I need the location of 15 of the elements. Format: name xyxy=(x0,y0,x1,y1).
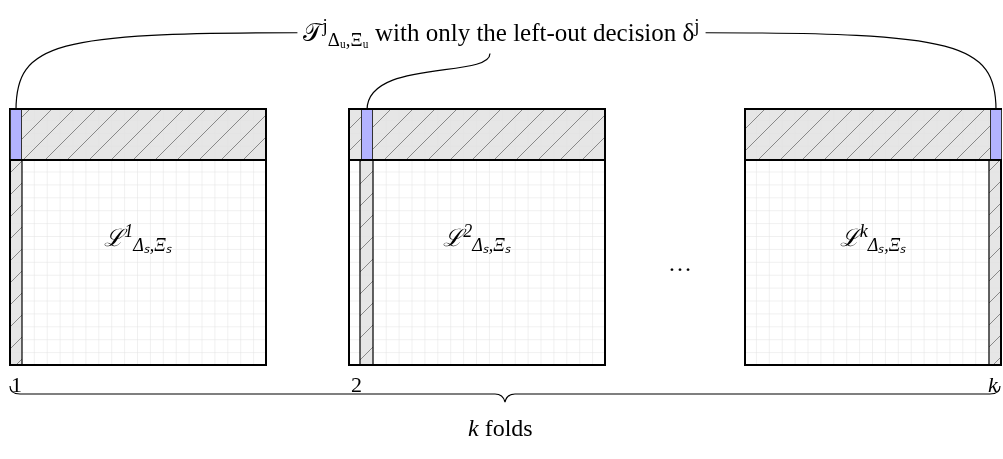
matrix-grid xyxy=(348,108,606,366)
leader-line xyxy=(366,52,491,111)
left-out-cell xyxy=(361,110,373,159)
label-text: k folds xyxy=(468,414,533,443)
matrix-grid xyxy=(9,108,267,366)
left-out-cell xyxy=(990,110,1002,159)
label-text: 1 xyxy=(11,371,22,399)
matrix-grid xyxy=(744,108,1002,366)
annotation-text: 𝒯$^{j}$$_{Δᵤ,Ξᵤ}$ with only the left-out decision δ$^{j}$ xyxy=(297,14,706,52)
label-text: 2 xyxy=(351,371,362,399)
left-out-cell xyxy=(10,110,22,159)
leader-line xyxy=(15,32,299,111)
leader-line xyxy=(705,32,997,111)
label-text: k xyxy=(988,371,998,399)
label-text: … xyxy=(668,249,692,278)
